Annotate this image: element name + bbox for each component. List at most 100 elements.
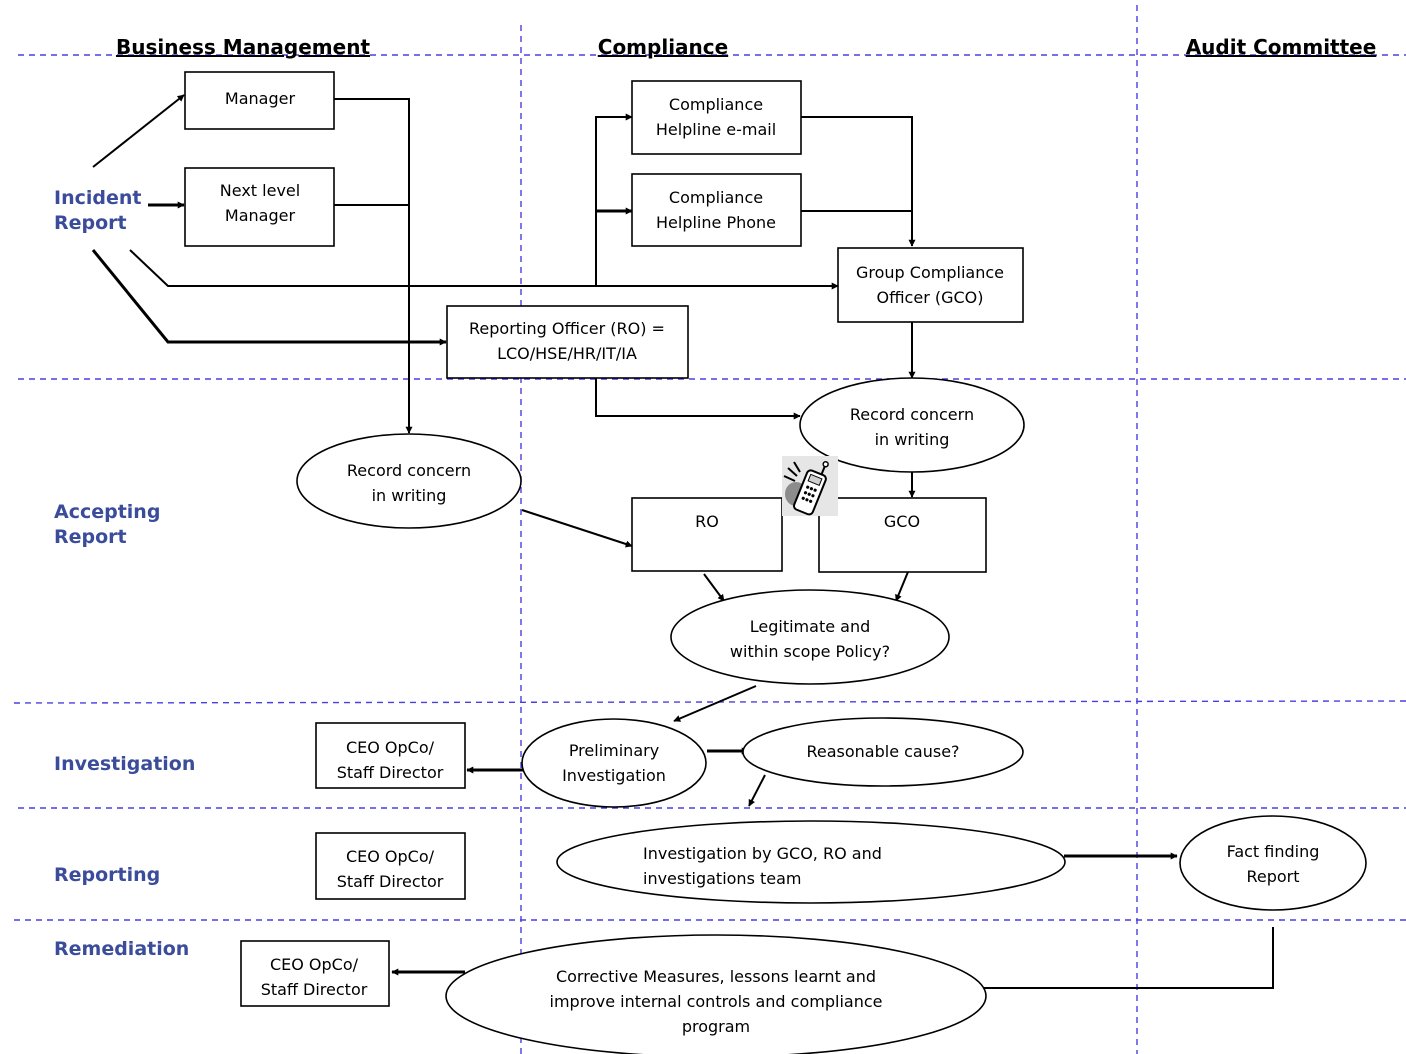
text-line: Preliminary bbox=[569, 741, 659, 760]
arrow-record-to-ro-box bbox=[521, 509, 633, 548]
node-record-concern-compliance-label: Record concern in writing bbox=[850, 405, 974, 449]
text-line: Manager bbox=[225, 206, 296, 225]
text-line: Record concern bbox=[347, 461, 471, 480]
connectors bbox=[91, 94, 1274, 989]
node-investigation-team-ellipse bbox=[556, 820, 1066, 904]
node-legitimate-label: Legitimate and within scope Policy? bbox=[730, 617, 890, 661]
text-line: Compliance bbox=[669, 188, 763, 207]
text-line: Group Compliance bbox=[856, 263, 1004, 282]
lane-line-investigation bbox=[13, 700, 1406, 704]
text-line: Officer (GCO) bbox=[876, 288, 983, 307]
text-line: Staff Director bbox=[337, 872, 444, 891]
node-fact-finding-ellipse bbox=[1179, 815, 1367, 911]
arrow-incident-to-gco bbox=[129, 249, 839, 290]
text-line: improve internal controls and compliance bbox=[550, 992, 883, 1011]
mobile-phone-icon bbox=[782, 456, 838, 516]
text-line: Next level bbox=[220, 181, 300, 200]
node-legitimate-ellipse bbox=[670, 589, 950, 685]
text-line: Helpline e-mail bbox=[656, 120, 776, 139]
arrow-email-to-gco bbox=[801, 116, 916, 247]
node-corrective-measures-ellipse bbox=[445, 934, 987, 1054]
column-header-audit-committee: Audit Committee bbox=[1186, 35, 1377, 59]
arrow-ro-to-legitimate bbox=[703, 573, 725, 602]
node-gco-box bbox=[837, 247, 1024, 323]
node-ceo-investigation-label: CEO OpCo/Staff Director bbox=[337, 738, 444, 782]
row-label-investigation: Investigation bbox=[54, 753, 195, 775]
node-reasonable-cause-ellipse bbox=[742, 717, 1024, 787]
text-line: in writing bbox=[875, 430, 950, 449]
text-line: within scope Policy? bbox=[730, 642, 890, 661]
text-line: Legitimate and bbox=[750, 617, 871, 636]
text-line: Staff Director bbox=[337, 763, 444, 782]
node-gco-small-box bbox=[818, 497, 987, 573]
node-manager-label: Manager bbox=[225, 89, 296, 108]
text-line: Incident bbox=[54, 187, 141, 209]
column-header-compliance: Compliance bbox=[598, 35, 728, 59]
arrow-legitimate-to-preliminary bbox=[673, 685, 757, 722]
node-manager-box bbox=[184, 71, 335, 130]
node-preliminary-investigation-ellipse bbox=[521, 718, 707, 808]
text-line: Helpline Phone bbox=[656, 213, 776, 232]
text-line: Compliance bbox=[669, 95, 763, 114]
node-record-concern-compliance-ellipse bbox=[799, 377, 1025, 473]
arrow-reasonable-down bbox=[748, 774, 766, 807]
text-line: CEO OpCo/ bbox=[346, 738, 435, 757]
text-line: Reporting bbox=[54, 864, 160, 886]
text-line: Accepting bbox=[54, 501, 160, 523]
text-line: investigations team bbox=[643, 869, 802, 888]
node-ro-box bbox=[631, 497, 783, 572]
text-line: program bbox=[682, 1017, 750, 1036]
text-line: Report bbox=[54, 526, 127, 548]
row-label-reporting: Reporting bbox=[54, 864, 160, 886]
text-line: Fact finding bbox=[1227, 842, 1320, 861]
swimlane-grid bbox=[13, 5, 1406, 1054]
text-line: LCO/HSE/HR/IT/IA bbox=[497, 344, 637, 363]
node-record-concern-business-label: Record concern in writing bbox=[347, 461, 471, 505]
node-helpline-email-box bbox=[631, 80, 802, 155]
arrow-ro-to-record bbox=[595, 378, 801, 420]
node-ceo-reporting-box bbox=[315, 832, 466, 900]
node-ceo-remediation-label: CEO OpCo/Staff Director bbox=[261, 955, 368, 999]
node-reasonable-cause-label: Reasonable cause? bbox=[806, 742, 959, 761]
node-record-concern-business-ellipse bbox=[296, 433, 522, 529]
text-line: Investigation bbox=[562, 766, 666, 785]
text-line: Report bbox=[1246, 867, 1299, 886]
node-ceo-investigation-box bbox=[315, 722, 466, 789]
node-ceo-reporting-label: CEO OpCo/Staff Director bbox=[337, 847, 444, 891]
line-fact-finding-to-corrective bbox=[982, 927, 1274, 989]
node-ceo-remediation-box bbox=[240, 940, 390, 1007]
text-line: Record concern bbox=[850, 405, 974, 424]
row-label-remediation: Remediation bbox=[54, 938, 189, 960]
text-line: Investigation bbox=[54, 753, 195, 775]
node-investigation-team-label: Investigation by GCO, RO and investigatio… bbox=[643, 844, 882, 888]
node-reporting-officer-box bbox=[446, 305, 689, 379]
text-line: Corrective Measures, lessons learnt and bbox=[556, 967, 876, 986]
text-line: in writing bbox=[372, 486, 447, 505]
arrow-incident-to-manager bbox=[92, 94, 185, 168]
text-line: GCO bbox=[884, 512, 920, 531]
text-line: CEO OpCo/ bbox=[270, 955, 359, 974]
text-line: Report bbox=[54, 212, 127, 234]
text-line: Manager bbox=[225, 89, 296, 108]
arrow-to-helpline-email bbox=[595, 113, 633, 286]
text-line: RO bbox=[695, 512, 719, 531]
arrow-manager-to-record bbox=[334, 98, 413, 434]
node-next-level-manager-box bbox=[184, 167, 335, 247]
text-line: Remediation bbox=[54, 938, 189, 960]
text-line: Investigation by GCO, RO and bbox=[643, 844, 882, 863]
node-gco-small-label: GCO bbox=[884, 512, 920, 531]
node-ro-label: RO bbox=[695, 512, 719, 531]
text-line: Reasonable cause? bbox=[806, 742, 959, 761]
node-helpline-phone-box bbox=[631, 173, 802, 247]
